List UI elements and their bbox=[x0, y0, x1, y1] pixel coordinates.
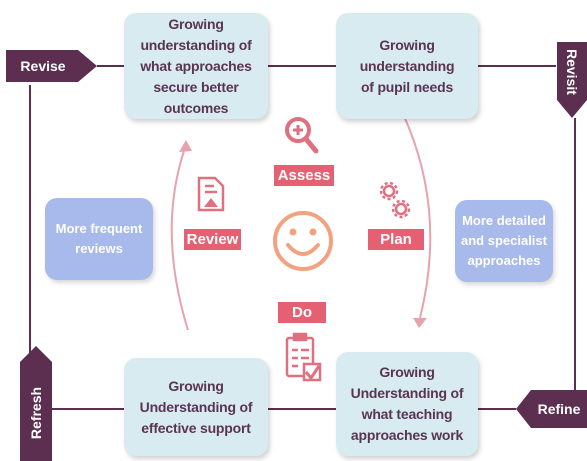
box-pupil-needs: Growing understanding of pupil needs bbox=[336, 13, 478, 119]
box-teaching-approaches: Growing Understanding of what teaching a… bbox=[336, 352, 478, 456]
arc-right-arrowhead bbox=[413, 318, 427, 328]
clipboard-checklist-icon bbox=[285, 332, 322, 382]
smiley-face-icon bbox=[273, 211, 333, 271]
box-outcomes: Growing understanding of what approaches… bbox=[124, 13, 268, 119]
gears-icon bbox=[379, 181, 411, 219]
do-label: Do bbox=[278, 302, 326, 323]
revisit-tag: Revisit bbox=[564, 49, 580, 95]
revise-tag: Revise bbox=[20, 58, 66, 74]
assess-label: Assess bbox=[274, 165, 334, 186]
magnifier-plus-icon bbox=[285, 117, 319, 154]
refine-tag: Refine bbox=[537, 401, 581, 417]
box-effective-support: Growing Understanding of effective suppo… bbox=[124, 358, 268, 456]
refresh-tag-label: Refresh bbox=[28, 386, 45, 440]
arc-left-arrowhead bbox=[179, 140, 192, 152]
frame-lines bbox=[29, 65, 576, 410]
review-label: Review bbox=[184, 229, 241, 250]
box-frequent-reviews: More frequent reviews bbox=[45, 198, 153, 280]
document-upload-icon bbox=[197, 176, 225, 212]
revise-tag-shape bbox=[6, 50, 97, 82]
refresh-tag-shape bbox=[20, 346, 52, 461]
arc-left bbox=[170, 147, 189, 331]
revisit-tag-shape bbox=[557, 42, 587, 118]
box-detailed-approaches: More detailed and specialist approaches bbox=[455, 200, 553, 282]
refresh-tag: Refresh bbox=[20, 368, 52, 458]
arc-right bbox=[402, 113, 432, 319]
refine-tag-shape bbox=[516, 390, 587, 428]
plan-label: Plan bbox=[368, 229, 424, 250]
